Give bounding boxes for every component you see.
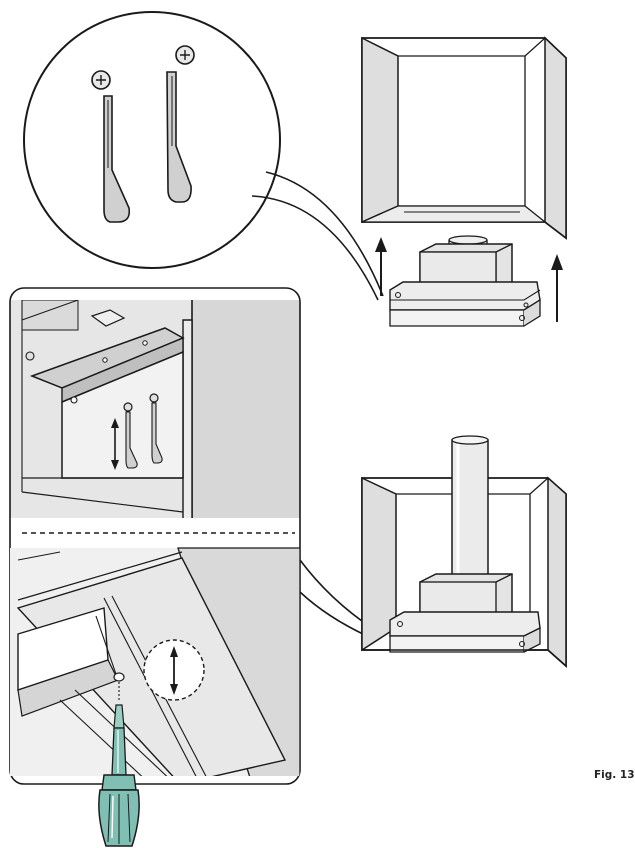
spring-clip-right (166, 71, 192, 203)
figure-label: Fig. 13 (594, 769, 635, 781)
screwdriver-icon (98, 704, 140, 847)
up-arrow-icon (375, 237, 387, 296)
screw-icon (91, 70, 111, 90)
up-down-arrow-icon (111, 418, 119, 470)
detail-box-clip-adjustment (10, 300, 300, 518)
up-arrow-icon (551, 254, 563, 322)
up-down-arrow-icon (170, 646, 178, 695)
detail-box-screwdriver-release (10, 547, 300, 776)
screw-icon (175, 45, 195, 65)
cabinet-top-before-insertion (361, 36, 567, 327)
detail-circle-bracket-clips (23, 11, 384, 301)
spring-clip-left (103, 95, 131, 223)
cabinet-bottom-after-installation (361, 435, 567, 669)
